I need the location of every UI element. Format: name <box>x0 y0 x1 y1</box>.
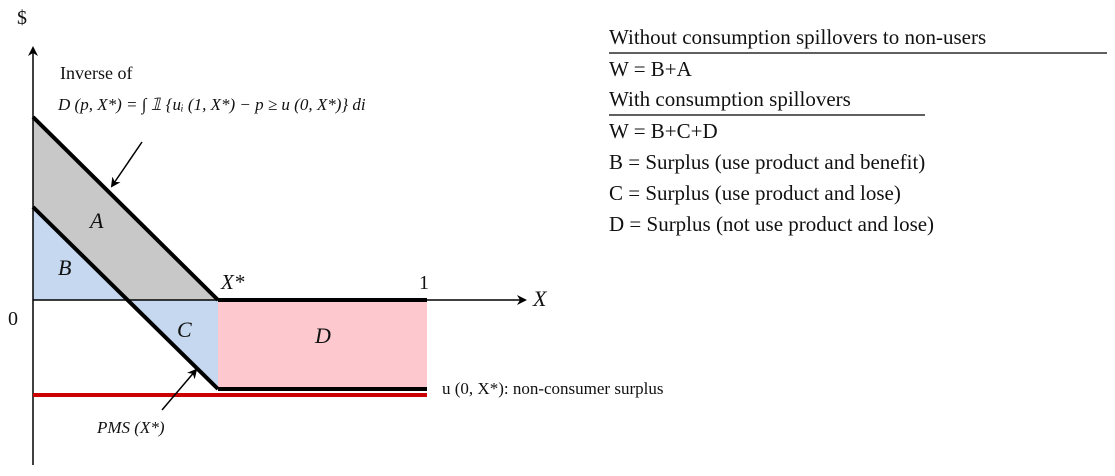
region-b-label: B <box>58 255 71 280</box>
region-d-label: D <box>314 323 331 348</box>
demand-formula: D (p, X*) = ∫ 𝟙 {uᵢ (1, X*) − p ≥ u (0, … <box>57 95 366 115</box>
x-star-label: X* <box>220 270 245 294</box>
pms-pointer-arrow <box>161 368 198 411</box>
legend-heading-without: Without consumption spillovers to non-us… <box>609 25 986 49</box>
legend-eq-without: W = B+A <box>609 57 693 81</box>
one-label: 1 <box>419 272 429 294</box>
legend-heading-with: With consumption spillovers <box>609 87 851 111</box>
region-d-fill <box>218 300 427 389</box>
origin-label: 0 <box>8 308 18 330</box>
region-a-label: A <box>88 208 104 233</box>
nonconsumer-surplus-label: u (0, X*): non-consumer surplus <box>442 379 663 398</box>
legend-def-c: C = Surplus (use product and lose) <box>609 181 901 205</box>
legend-def-b: B = Surplus (use product and benefit) <box>609 150 925 174</box>
region-c-label: C <box>177 317 192 342</box>
pms-label: PMS (X*) <box>96 418 165 437</box>
inverse-of-label: Inverse of <box>60 63 132 83</box>
pms-line <box>31 205 220 391</box>
x-axis-label: X <box>532 286 548 311</box>
y-axis-label: $ <box>17 7 27 29</box>
inverse-pointer-arrow <box>110 141 143 188</box>
inverse-demand-line <box>31 115 220 302</box>
welfare-legend: Without consumption spillovers to non-us… <box>609 25 1107 236</box>
legend-def-d: D = Surplus (not use product and lose) <box>609 212 934 236</box>
legend-eq-with: W = B+C+D <box>609 119 718 143</box>
